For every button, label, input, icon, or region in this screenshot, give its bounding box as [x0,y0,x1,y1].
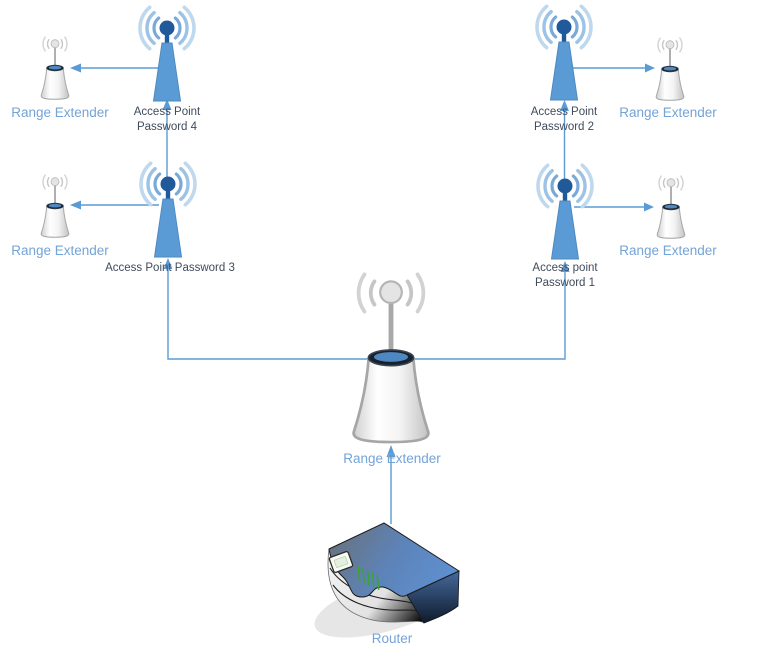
connector-ap3-to-ap4[interactable] [162,99,172,182]
connectors [70,63,655,524]
router-icon[interactable] [308,522,464,650]
access-point-2-icon[interactable] [535,4,593,102]
connector-extender-to-ap1[interactable] [391,261,570,360]
connector-ap4-to-extender-top-left[interactable] [70,63,158,73]
range-extender-mid-left-icon[interactable] [40,174,70,239]
range-extender-center-icon[interactable] [354,274,429,442]
range-extender-top-left-icon[interactable] [40,36,70,101]
router-led-lights [357,565,380,590]
access-point-3-icon[interactable] [139,161,197,259]
connector-ap1-to-ap2[interactable] [560,100,569,184]
connector-extender-to-ap3[interactable] [163,258,392,360]
range-extender-top-right-icon[interactable] [655,37,685,102]
connector-ap2-to-extender-top-right[interactable] [573,63,655,73]
router-panel [328,550,354,574]
connector-ap1-to-extender-mid-right[interactable] [574,202,654,212]
access-point-4-icon[interactable] [138,5,196,103]
connector-router-to-extender[interactable] [386,445,396,524]
access-point-1-icon[interactable] [536,163,594,261]
range-extender-mid-right-icon[interactable] [656,175,686,240]
connector-ap3-to-extender-mid-left[interactable] [70,200,159,210]
